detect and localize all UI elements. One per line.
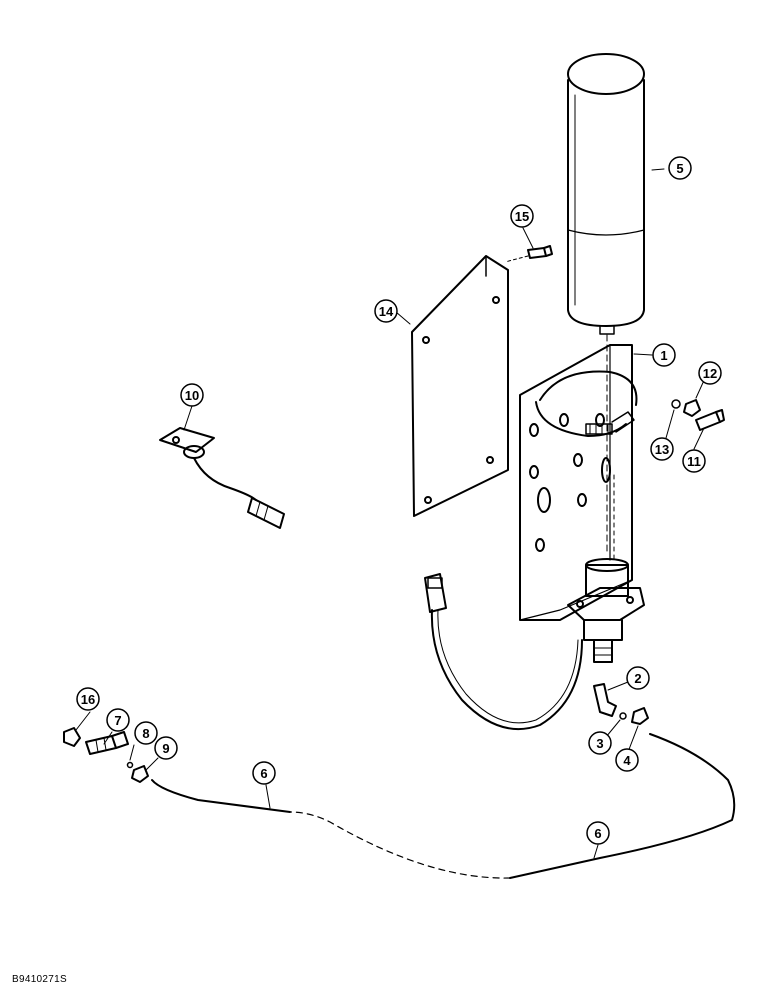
sender-part-10 <box>159 427 285 529</box>
svg-text:6: 6 <box>260 766 267 781</box>
callout-13: 13 <box>650 437 674 461</box>
svg-text:8: 8 <box>142 726 149 741</box>
callout-4: 4 <box>615 748 639 772</box>
svg-text:6: 6 <box>594 826 601 841</box>
svg-text:9: 9 <box>162 741 169 756</box>
elbow-part-2 <box>593 683 617 717</box>
figure-id: B9410271S <box>12 974 67 985</box>
callout-7: 7 <box>106 708 130 732</box>
callout-6-right: 6 <box>586 821 610 845</box>
pressure-switch-fitting <box>567 474 645 663</box>
svg-text:13: 13 <box>655 442 669 457</box>
fitting-part-7 <box>85 731 129 755</box>
callout-16: 16 <box>76 687 100 711</box>
screw-part-15 <box>504 245 553 263</box>
callout-3: 3 <box>588 731 612 755</box>
svg-text:7: 7 <box>114 713 121 728</box>
callout-9: 9 <box>154 736 178 760</box>
callout-14: 14 <box>374 299 398 323</box>
leader-lines <box>75 168 707 859</box>
callout-2: 2 <box>626 666 650 690</box>
bracket-part-1 <box>519 334 638 621</box>
nut-part-12 <box>683 399 701 417</box>
washer-part-13 <box>671 399 681 409</box>
switch-harness <box>424 573 583 731</box>
svg-text:16: 16 <box>81 692 95 707</box>
svg-text:4: 4 <box>623 753 631 768</box>
svg-text:15: 15 <box>515 209 529 224</box>
svg-text:1: 1 <box>660 348 667 363</box>
sleeve-part-3 <box>619 712 627 720</box>
callout-12: 12 <box>698 361 722 385</box>
callout-8: 8 <box>134 721 158 745</box>
svg-text:14: 14 <box>379 304 394 319</box>
callout-5: 5 <box>668 156 692 180</box>
svg-text:3: 3 <box>596 736 603 751</box>
svg-text:5: 5 <box>676 161 683 176</box>
callout-15: 15 <box>510 204 534 228</box>
svg-text:12: 12 <box>703 366 717 381</box>
callout-11: 11 <box>682 449 706 473</box>
cover-plate-part-14 <box>411 255 509 517</box>
svg-text:2: 2 <box>634 671 641 686</box>
callout-6-left: 6 <box>252 761 276 785</box>
tube-part-6 <box>151 733 736 879</box>
nut-part-9 <box>131 765 149 783</box>
callouts: 1 2 3 4 5 6 6 7 8 9 10 11 12 13 14 15 16 <box>76 156 722 845</box>
svg-text:11: 11 <box>687 454 701 469</box>
svg-text:10: 10 <box>185 388 199 403</box>
screw-part-11 <box>695 409 725 431</box>
nut-part-4 <box>631 707 649 725</box>
tank-part-5 <box>567 53 645 335</box>
sleeve-part-8 <box>126 761 134 769</box>
callout-10: 10 <box>180 383 204 407</box>
callout-1: 1 <box>652 343 676 367</box>
nut-part-16 <box>63 727 81 747</box>
